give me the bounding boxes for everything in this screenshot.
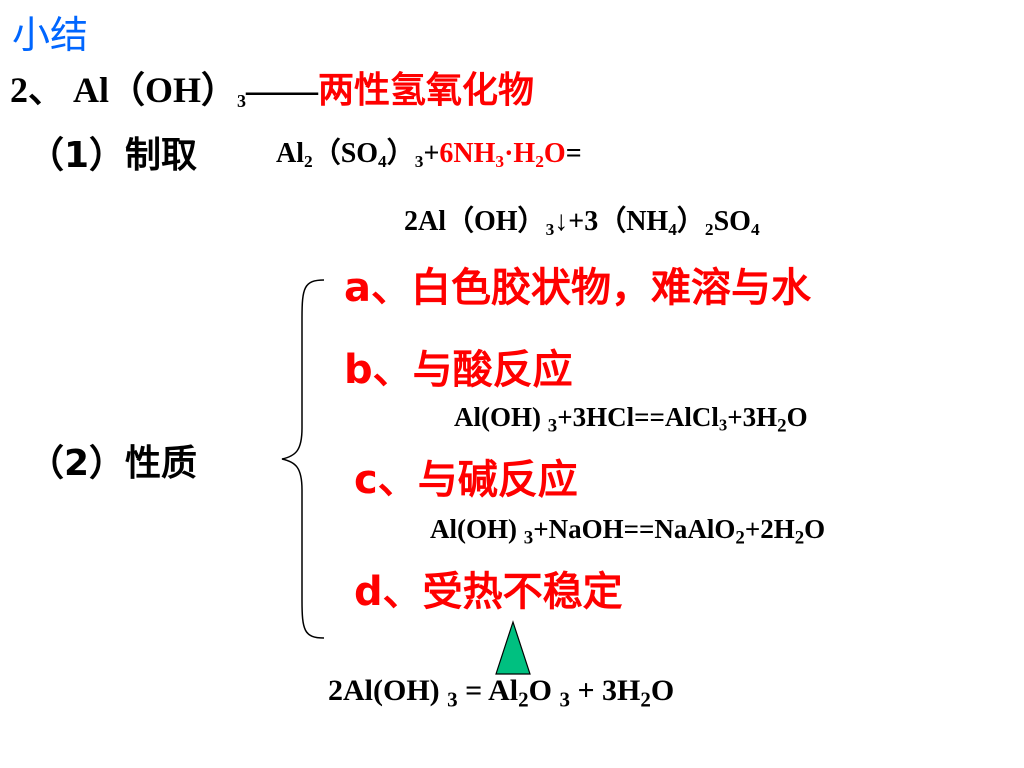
curly-brace bbox=[281, 279, 325, 639]
base-reaction-equation: Al(OH) 3+NaOH==NaAlO2+2H2O bbox=[430, 514, 826, 549]
heading-number: 2、 Al（OH） bbox=[10, 70, 238, 110]
section-heading: 2、 Al（OH）3——两性氢氧化物 bbox=[10, 72, 534, 110]
heading-subscript: 3 bbox=[237, 91, 247, 112]
preparation-equation-line2: 2Al（OH）3↓+3（NH4）2SO4 bbox=[404, 206, 760, 239]
preparation-label: （1）制取 bbox=[28, 135, 198, 176]
property-a: a、白色胶状物，难溶与水 bbox=[344, 265, 811, 311]
preparation-equation-line1: Al2（SO4）3+6NH3·H2O= bbox=[276, 138, 582, 171]
decomposition-equation: 2Al(OH) 3 = Al2O 3 + 3H2O bbox=[328, 674, 675, 712]
heat-triangle-icon bbox=[495, 620, 531, 675]
summary-title: 小结 bbox=[12, 13, 89, 57]
heading-name: 两性氢氧化物 bbox=[318, 70, 535, 111]
property-d: d、受热不稳定 bbox=[354, 569, 623, 615]
properties-label: （2）性质 bbox=[28, 443, 198, 484]
heading-dash: —— bbox=[246, 70, 319, 110]
acid-reaction-equation: Al(OH) 3+3HCl==AlCl3+3H2O bbox=[454, 402, 808, 437]
property-c: c、与碱反应 bbox=[354, 457, 578, 503]
property-b: b、与酸反应 bbox=[344, 347, 573, 393]
